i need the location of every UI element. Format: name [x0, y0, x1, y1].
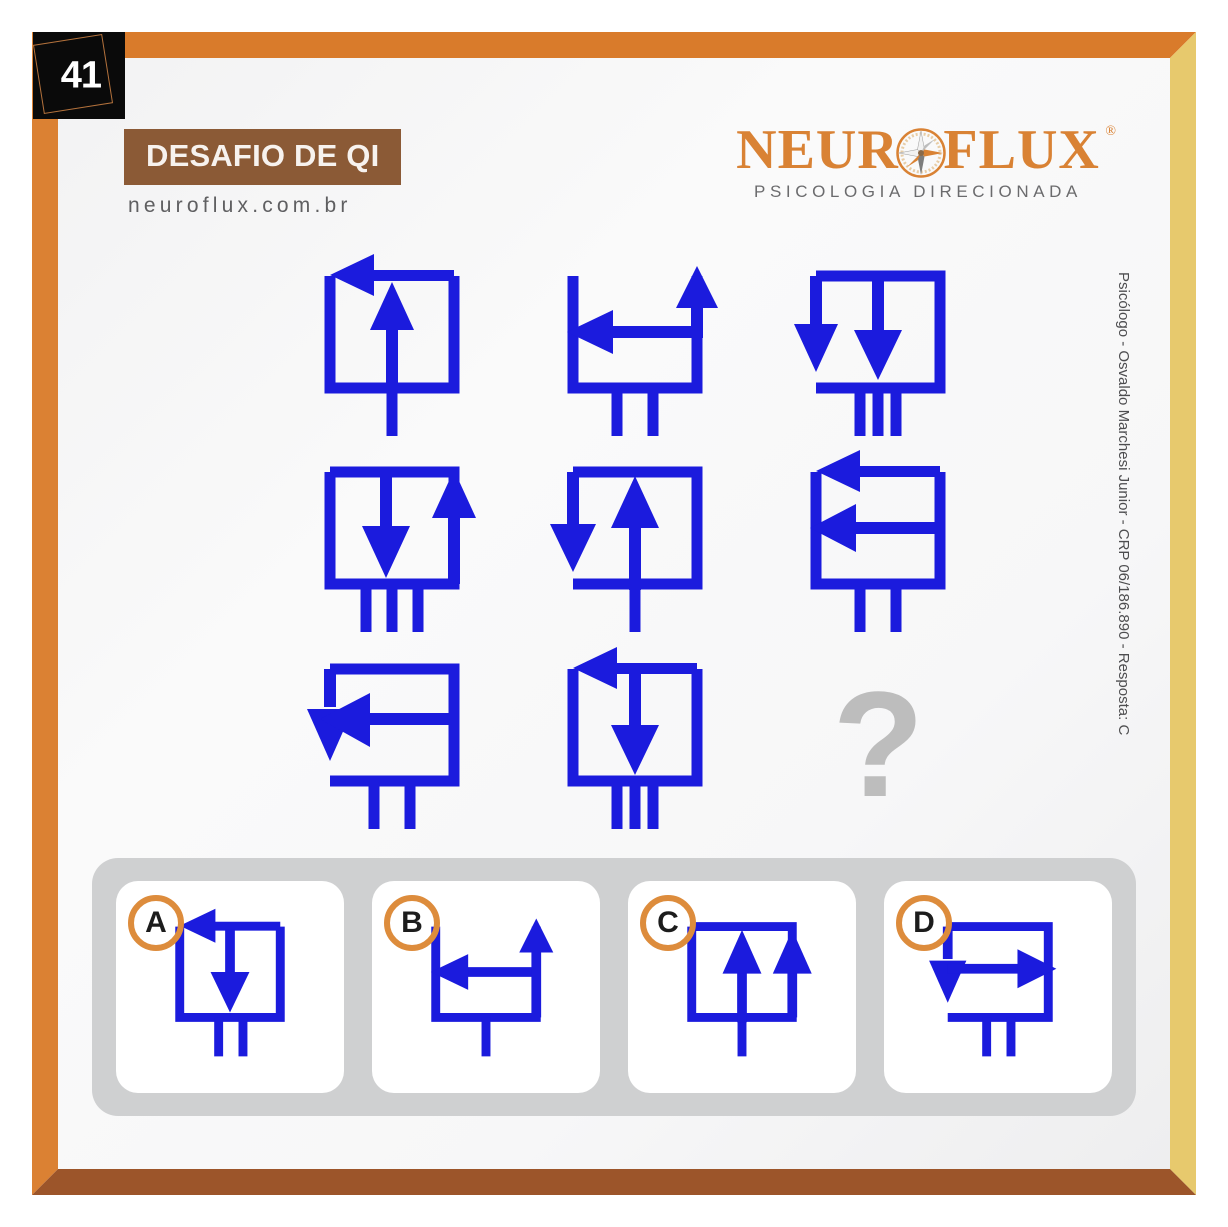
page-title-band: DESAFIO DE QI [124, 129, 402, 185]
figure-cell-3 [794, 270, 946, 436]
frame-top-border [32, 32, 1196, 58]
frame-right-border [1170, 32, 1196, 1195]
option-letter-d: D [896, 895, 952, 951]
puzzle-grid: ? [270, 252, 1000, 842]
answer-option-b[interactable]: B [372, 881, 600, 1093]
option-letter-b: B [384, 895, 440, 951]
registered-trademark-icon: ® [1105, 124, 1116, 139]
badge-number-label: 41 [60, 54, 102, 96]
figure-cell-4 [324, 466, 476, 633]
puzzle-cell-6 [757, 449, 1000, 646]
puzzle-cell-7 [270, 645, 513, 842]
answer-option-c[interactable]: C [628, 881, 856, 1093]
puzzle-cell-9-missing: ? [757, 645, 1000, 842]
figure-option-a [175, 908, 285, 1057]
puzzle-cell-1 [270, 252, 513, 449]
puzzle-cell-3 [757, 252, 1000, 449]
figure-cell-7 [306, 663, 460, 830]
figure-cell-5 [549, 466, 703, 633]
challenge-number-badge: 41 [33, 32, 125, 119]
puzzle-cell-5 [513, 449, 756, 646]
brand-name-part1: NEUR [736, 119, 899, 181]
answer-option-d[interactable]: D [884, 881, 1112, 1093]
puzzle-cell-4 [270, 449, 513, 646]
brand-logo: NEUROFLUX ® PSICOLOGIA DIRECIONADA [718, 118, 1118, 210]
brand-tagline: PSICOLOGIA DIRECIONADA [754, 182, 1082, 201]
figure-option-c [687, 922, 812, 1057]
option-letter-a: A [128, 895, 184, 951]
puzzle-cell-2 [513, 252, 756, 449]
puzzle-cell-8 [513, 645, 756, 842]
option-letter-c: C [640, 895, 696, 951]
answer-options-panel: A B [92, 858, 1136, 1116]
answer-option-a[interactable]: A [116, 881, 344, 1093]
compass-rose-icon [896, 128, 946, 178]
figure-cell-1 [324, 253, 460, 436]
figure-cell-2 [566, 265, 718, 436]
figure-cell-8 [567, 647, 703, 830]
brand-name-part2: FLUX [943, 119, 1100, 181]
figure-option-b [430, 918, 554, 1057]
frame-bottom-border [32, 1169, 1196, 1195]
page-title: DESAFIO DE QI [146, 138, 380, 173]
question-mark: ? [832, 659, 925, 828]
figure-option-d [929, 922, 1057, 1057]
frame-left-border [32, 32, 58, 1195]
site-url-label: neuroflux.com.br [128, 194, 352, 217]
figure-cell-6 [810, 450, 946, 633]
credit-text: Psicólogo - Osvaldo Marchesi Junior - CR… [1115, 272, 1132, 736]
brand-wordmark: NEUROFLUX [718, 118, 1118, 182]
